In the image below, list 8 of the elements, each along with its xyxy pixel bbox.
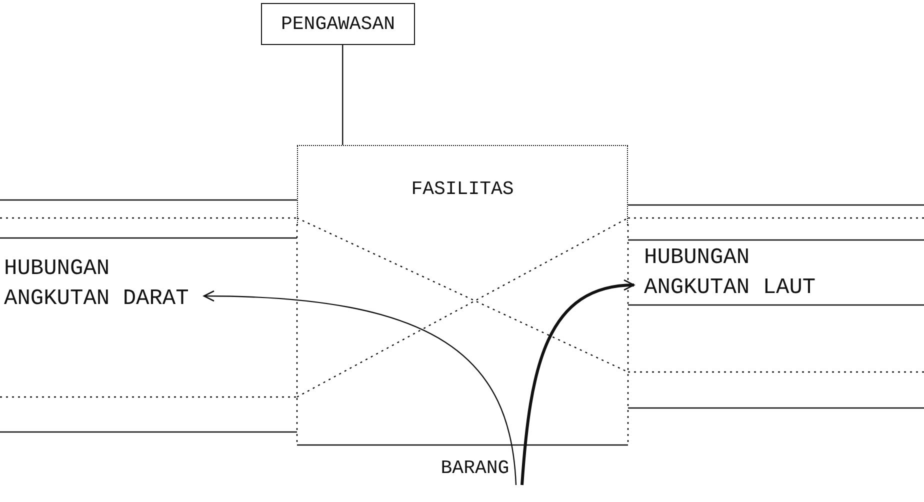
process-box: PENGAWASAN (261, 3, 415, 45)
node-label: BARANG (420, 455, 530, 485)
facility-box: FASILITAS (297, 145, 628, 225)
curved-arrow (203, 290, 517, 486)
node-label: HUBUNGAN ANGKUTAN DARAT (4, 254, 204, 314)
node-label: HUBUNGAN ANGKUTAN LAUT (634, 243, 844, 303)
curved-arrow (520, 280, 635, 486)
connector-line (342, 45, 344, 145)
